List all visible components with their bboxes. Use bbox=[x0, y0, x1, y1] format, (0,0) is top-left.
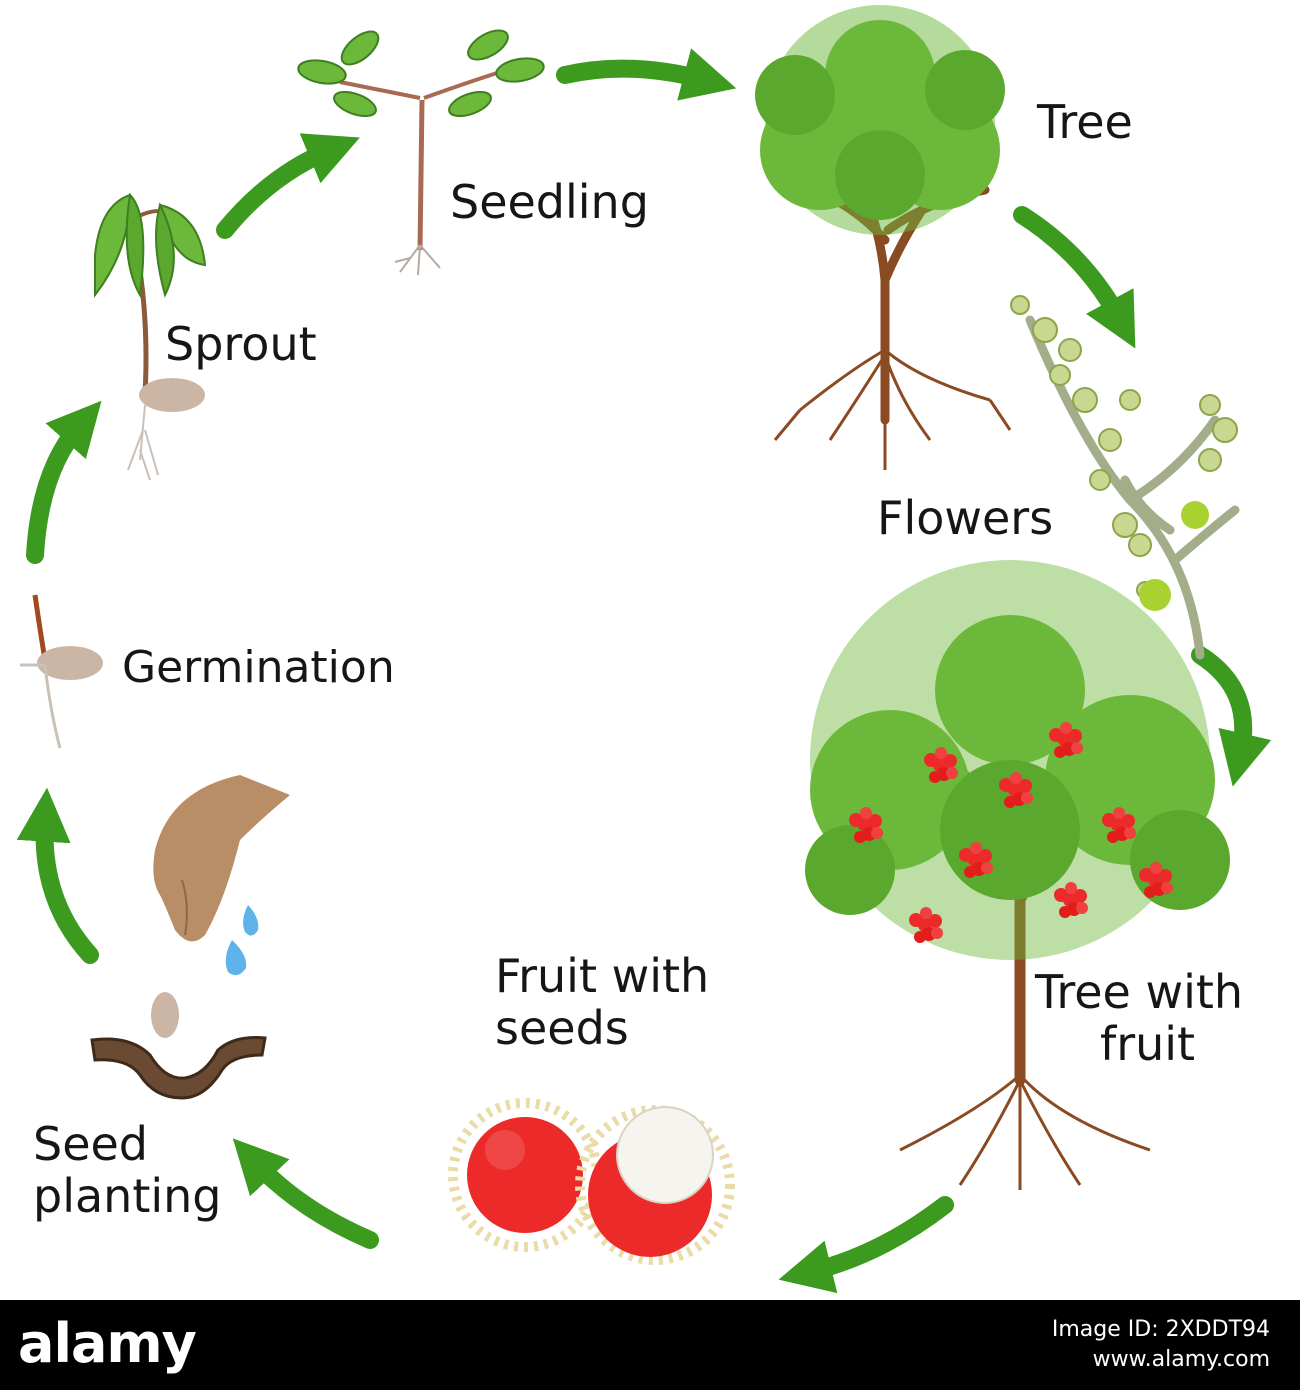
soil-icon bbox=[90, 1036, 267, 1100]
label-fruit-with-seeds: Fruit with seeds bbox=[495, 950, 709, 1054]
label-germination: Germination bbox=[122, 642, 395, 693]
arrow-icon bbox=[26, 400, 102, 564]
seed-icon bbox=[37, 646, 103, 680]
flowers-icon bbox=[1010, 295, 1240, 660]
arrow-icon bbox=[1191, 646, 1272, 787]
label-seed-planting: Seed planting bbox=[33, 1118, 222, 1222]
fruit-tree-icon bbox=[805, 560, 1230, 1190]
hand-icon bbox=[153, 775, 290, 942]
site-url: www.alamy.com bbox=[1092, 1347, 1270, 1372]
water-drop-icon bbox=[225, 940, 247, 976]
seed-icon bbox=[151, 992, 179, 1038]
tree-icon bbox=[755, 5, 1012, 470]
sprout-icon bbox=[94, 192, 207, 481]
brand-logo: alamy bbox=[18, 1312, 197, 1375]
life-cycle-diagram bbox=[16, 5, 1272, 1294]
watermark-bar: alamy Image ID: 2XDDT94 www.alamy.com bbox=[0, 1300, 1300, 1390]
seed-planting-group bbox=[90, 775, 290, 1100]
label-line: Seed bbox=[33, 1117, 148, 1171]
arrow-icon bbox=[232, 1138, 379, 1249]
germination-icon bbox=[20, 594, 103, 749]
arrow-icon bbox=[216, 133, 360, 239]
label-tree-with-fruit: Tree with fruit bbox=[1035, 966, 1243, 1070]
label-sprout: Sprout bbox=[165, 317, 317, 371]
rambutan-icon bbox=[448, 1098, 735, 1265]
label-tree: Tree bbox=[1037, 95, 1133, 149]
seed-icon bbox=[139, 378, 205, 412]
image-id: Image ID: 2XDDT94 bbox=[1051, 1317, 1270, 1342]
arrow-icon bbox=[556, 48, 737, 101]
water-drop-icon bbox=[243, 905, 259, 936]
label-line: fruit bbox=[1100, 1017, 1196, 1071]
cycle-arrows bbox=[16, 48, 1272, 1294]
arrow-icon bbox=[1013, 206, 1136, 349]
arrow-icon bbox=[778, 1196, 954, 1294]
arrow-icon bbox=[16, 787, 99, 964]
label-line: Tree with bbox=[1035, 965, 1244, 1019]
label-line: seeds bbox=[495, 1001, 629, 1055]
label-line: planting bbox=[33, 1169, 222, 1223]
fruit-flesh bbox=[616, 1106, 714, 1204]
label-flowers: Flowers bbox=[877, 491, 1054, 545]
seedling-icon bbox=[297, 29, 545, 276]
label-line: Fruit with bbox=[495, 949, 710, 1003]
label-seedling: Seedling bbox=[450, 175, 649, 229]
